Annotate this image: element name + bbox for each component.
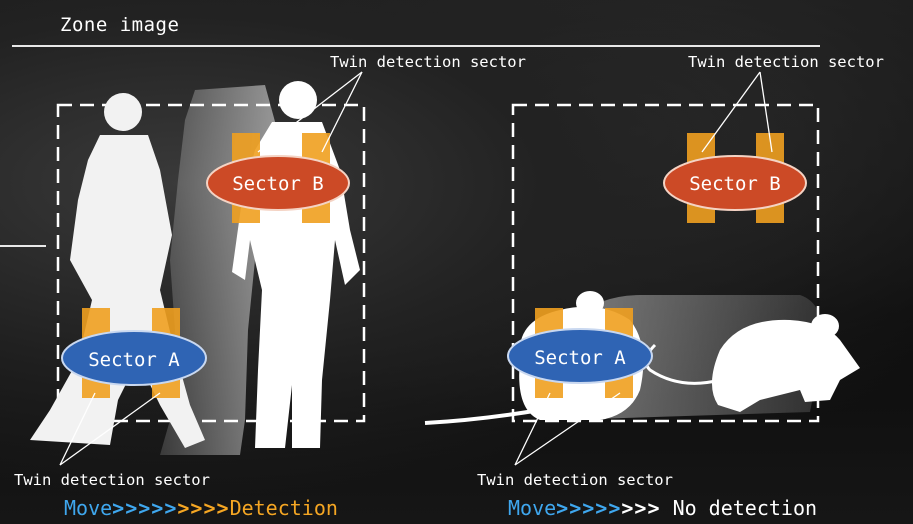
sector-a-label-left: Sector A xyxy=(88,349,180,371)
twin-label-pointers-left xyxy=(59,71,363,466)
left-status-line: Move>>>>>>>>>Detection xyxy=(64,496,338,520)
arrows-orange-left: >>>> xyxy=(177,496,230,520)
twin-label-top-left: Twin detection sector xyxy=(330,53,526,71)
arrows-blue-left: >>>>> xyxy=(112,496,178,520)
right-status-line: Move>>>>>>>> No detection xyxy=(508,496,817,520)
twin-label-bottom-left: Twin detection sector xyxy=(14,471,210,489)
arrows-white-right: >>> xyxy=(621,496,661,520)
sector-b-label-left: Sector B xyxy=(232,173,324,195)
twin-label-pointers-right xyxy=(514,71,773,466)
right-detection-zone xyxy=(511,103,820,423)
twin-label-bottom-right: Twin detection sector xyxy=(477,471,673,489)
sector-b-oval-left xyxy=(206,155,350,211)
move-label-left: Move xyxy=(64,496,113,520)
title-divider xyxy=(12,45,820,47)
detection-result-right: No detection xyxy=(672,496,818,520)
page-title: Zone image xyxy=(60,14,180,36)
sector-b-label-right: Sector B xyxy=(689,173,781,195)
sector-a-oval-left xyxy=(61,330,207,386)
sector-a-oval-right xyxy=(507,328,653,384)
twin-label-top-right: Twin detection sector xyxy=(688,53,884,71)
side-marker-line xyxy=(0,245,46,247)
detection-result-left: Detection xyxy=(229,496,338,520)
mouse-silhouette-front xyxy=(644,314,860,412)
move-label-right: Move xyxy=(508,496,557,520)
sector-a-label-right: Sector A xyxy=(534,347,626,369)
arrows-blue-right: >>>>> xyxy=(556,496,622,520)
sector-b-oval-right xyxy=(663,155,807,211)
